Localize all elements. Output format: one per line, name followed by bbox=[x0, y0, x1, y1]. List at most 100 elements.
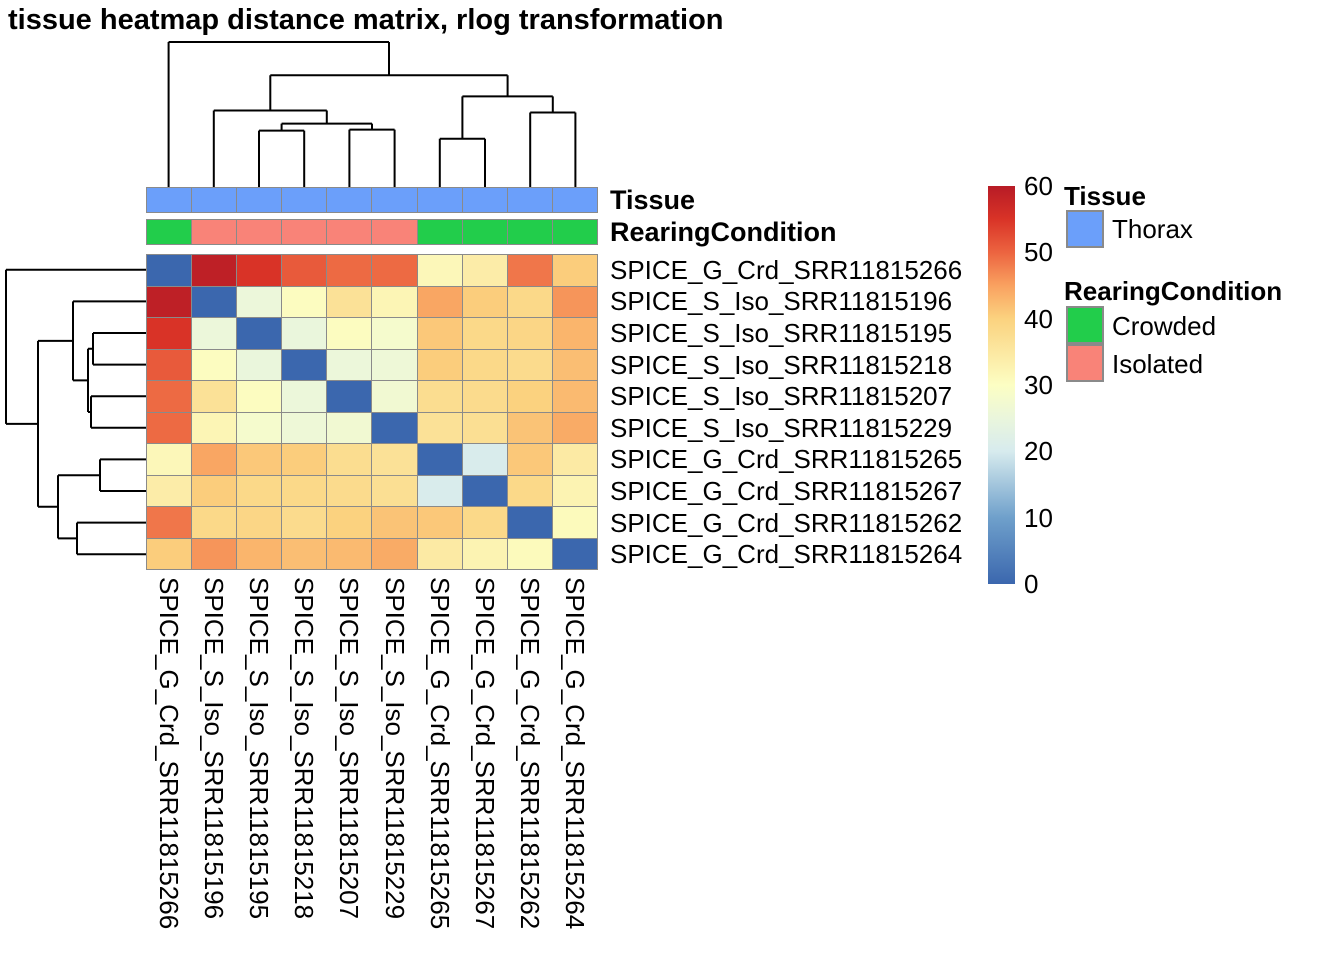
tissue-annotation-cell bbox=[327, 188, 372, 212]
row-label: SPICE_G_Crd_SRR11815262 bbox=[610, 507, 963, 538]
heatmap-cell bbox=[147, 507, 192, 538]
heatmap-cell bbox=[552, 255, 597, 286]
heatmap-cell bbox=[237, 507, 282, 538]
heatmap-cell bbox=[192, 381, 237, 412]
legend-item-thorax: Thorax bbox=[1112, 214, 1193, 244]
rearing-annotation-cell bbox=[147, 220, 192, 244]
heatmap-cell bbox=[327, 381, 372, 412]
heatmap-cell bbox=[462, 381, 507, 412]
row-label: SPICE_G_Crd_SRR11815267 bbox=[610, 476, 963, 506]
heatmap-cell bbox=[147, 286, 192, 317]
heatmap-grid bbox=[146, 254, 598, 570]
heatmap-cell bbox=[282, 507, 327, 538]
legend-rearing-title: RearingCondition bbox=[1064, 276, 1283, 306]
heatmap-cell bbox=[462, 255, 507, 286]
heatmap-cell bbox=[192, 507, 237, 538]
heatmap-cell bbox=[192, 286, 237, 317]
heatmap-cell bbox=[327, 255, 372, 286]
tissue-annotation-cell bbox=[507, 188, 552, 212]
heatmap-cell bbox=[192, 349, 237, 380]
colorbar-tick: 60 bbox=[1024, 171, 1053, 201]
heatmap-cell bbox=[372, 318, 417, 349]
heatmap-cell bbox=[147, 538, 192, 569]
row-label: SPICE_S_Iso_SRR11815196 bbox=[610, 286, 953, 317]
heatmap-cell bbox=[147, 444, 192, 475]
column-label: SPICE_G_Crd_SRR11815266 bbox=[153, 577, 184, 930]
heatmap-cell bbox=[327, 475, 372, 506]
column-label: SPICE_G_Crd_SRR11815265 bbox=[424, 577, 455, 930]
heatmap-cell bbox=[237, 349, 282, 380]
row-dendrogram bbox=[5, 268, 146, 556]
heatmap-cell bbox=[462, 475, 507, 506]
tissue-annotation-bar bbox=[146, 187, 598, 213]
heatmap-cell bbox=[507, 286, 552, 317]
heatmap-cell bbox=[462, 349, 507, 380]
colorbar-tick: 30 bbox=[1024, 370, 1053, 400]
heatmap-cell bbox=[507, 349, 552, 380]
heatmap-cell bbox=[282, 475, 327, 506]
heatmap-cell bbox=[462, 507, 507, 538]
heatmap-cell bbox=[372, 286, 417, 317]
row-label: SPICE_S_Iso_SRR11815207 bbox=[610, 381, 953, 412]
heatmap-cell bbox=[552, 412, 597, 443]
rearing-annotation-cell bbox=[192, 220, 237, 244]
heatmap-cell bbox=[417, 318, 462, 349]
heatmap-cell bbox=[147, 412, 192, 443]
heatmap-cell bbox=[372, 381, 417, 412]
heatmap-cell bbox=[372, 349, 417, 380]
heatmap-cell bbox=[192, 444, 237, 475]
column-label: SPICE_S_Iso_SRR11815218 bbox=[289, 577, 320, 920]
heatmap-cell bbox=[372, 538, 417, 569]
heatmap-cell bbox=[147, 381, 192, 412]
colorbar-tick: 50 bbox=[1024, 237, 1053, 268]
rearing-annotation-label: RearingCondition bbox=[610, 217, 837, 247]
colorbar-tick: 40 bbox=[1024, 303, 1053, 334]
rearing-annotation-cell bbox=[552, 220, 597, 244]
heatmap-cell bbox=[327, 507, 372, 538]
heatmap-cell bbox=[417, 412, 462, 443]
heatmap-cell bbox=[237, 318, 282, 349]
heatmap-cell bbox=[192, 412, 237, 443]
row-label: SPICE_G_Crd_SRR11815265 bbox=[610, 444, 963, 475]
page-title: tissue heatmap distance matrix, rlog tra… bbox=[8, 4, 724, 36]
heatmap-cell bbox=[192, 538, 237, 569]
row-label: SPICE_G_Crd_SRR11815266 bbox=[610, 254, 963, 285]
heatmap-cell bbox=[462, 412, 507, 443]
heatmap-cell bbox=[147, 255, 192, 286]
heatmap-cell bbox=[507, 255, 552, 286]
heatmap-cell bbox=[372, 475, 417, 506]
heatmap-cell bbox=[327, 318, 372, 349]
heatmap-cell bbox=[282, 412, 327, 443]
legend-tissue-title: Tissue bbox=[1064, 181, 1146, 211]
tissue-annotation-cell bbox=[192, 188, 237, 212]
legend-item-isolated: Isolated bbox=[1112, 349, 1204, 379]
isolated-color-swatch bbox=[1066, 344, 1104, 382]
heatmap-cell bbox=[282, 349, 327, 380]
crowded-color-swatch bbox=[1066, 306, 1104, 344]
heatmap-cell bbox=[552, 444, 597, 475]
heatmap-cell bbox=[417, 538, 462, 569]
heatmap-cell bbox=[282, 318, 327, 349]
column-label: SPICE_S_Iso_SRR11815195 bbox=[244, 577, 274, 920]
row-label: SPICE_S_Iso_SRR11815195 bbox=[610, 318, 953, 348]
tissue-annotation-cell bbox=[417, 188, 462, 212]
heatmap-cell bbox=[282, 381, 327, 412]
heatmap-cell bbox=[417, 286, 462, 317]
heatmap-cell bbox=[327, 286, 372, 317]
column-label: SPICE_G_Crd_SRR11815264 bbox=[560, 577, 591, 930]
heatmap-cell bbox=[237, 412, 282, 443]
heatmap-cell bbox=[462, 538, 507, 569]
tissue-annotation-cell bbox=[282, 188, 327, 212]
heatmap-cell bbox=[552, 381, 597, 412]
heatmap-cell bbox=[237, 444, 282, 475]
heatmap-cell bbox=[237, 538, 282, 569]
heatmap-cell bbox=[552, 318, 597, 349]
row-label: SPICE_G_Crd_SRR11815264 bbox=[610, 539, 963, 570]
column-label: SPICE_S_Iso_SRR11815207 bbox=[334, 577, 365, 920]
colorbar-tick: 0 bbox=[1024, 569, 1039, 599]
heatmap-cell bbox=[507, 444, 552, 475]
tissue-annotation-cell bbox=[552, 188, 597, 212]
row-dendrogram-lines bbox=[5, 268, 146, 556]
heatmap-cell bbox=[462, 444, 507, 475]
